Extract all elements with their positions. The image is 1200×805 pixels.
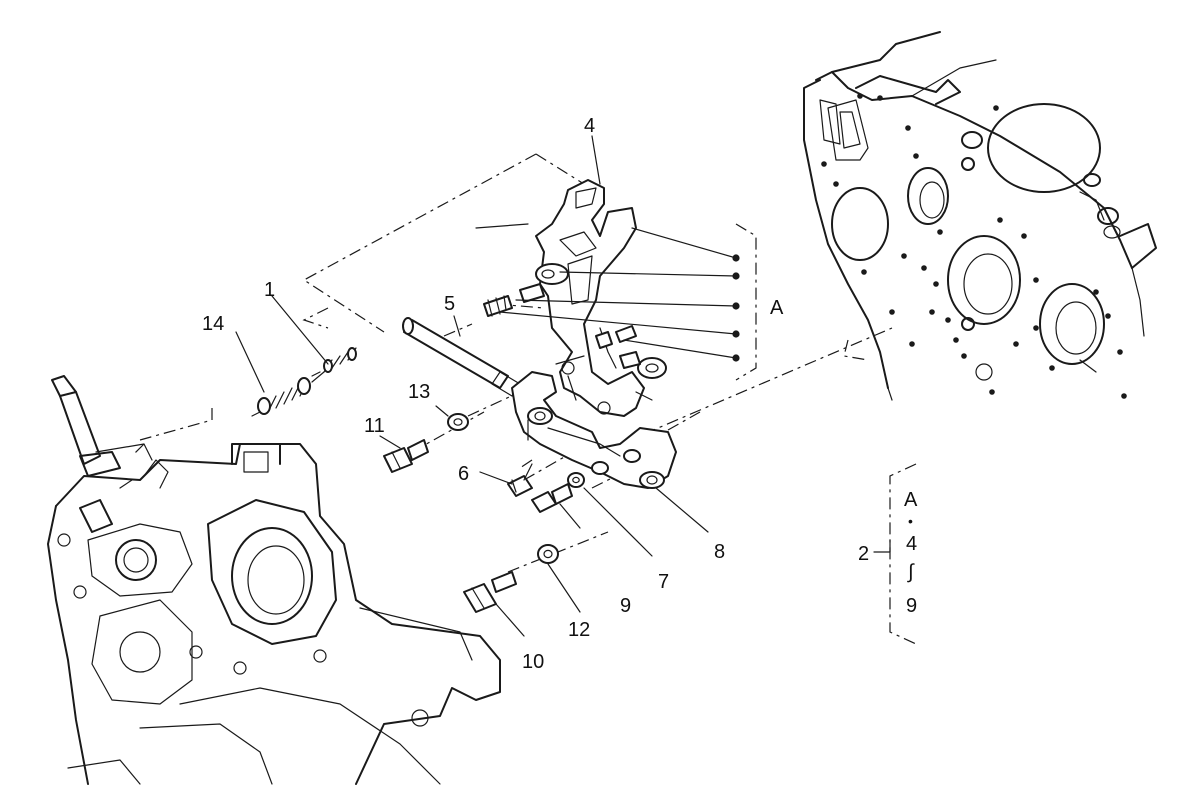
- legend-from: 4: [906, 533, 917, 555]
- callout-14: 14: [202, 313, 224, 335]
- callout-leaders: [235, 135, 891, 637]
- callout-12: 12: [568, 619, 590, 641]
- part-12-washer: [537, 544, 559, 564]
- callout-9: 9: [620, 595, 631, 617]
- callout-a: A: [770, 297, 784, 319]
- legend-to: 9: [906, 595, 917, 617]
- part-11-bolt: [383, 439, 429, 473]
- callout-7: 7: [658, 571, 669, 593]
- part-13-washer: [447, 413, 469, 431]
- flywheel-housing: [803, 31, 1157, 401]
- group-a-pointers: [499, 223, 757, 381]
- callout-1: 1: [264, 279, 275, 301]
- legend-dot: •: [908, 513, 913, 529]
- callout-4: 4: [584, 115, 595, 137]
- callout-13: 13: [408, 381, 430, 403]
- callout-8: 8: [714, 541, 725, 563]
- legend-a: A: [904, 489, 918, 511]
- callout-5: 5: [444, 293, 455, 315]
- callout-11: 11: [364, 415, 385, 437]
- part-10-bolt: [463, 571, 517, 613]
- part-9-bolt: [531, 483, 573, 513]
- part-6-bolt: [507, 463, 533, 497]
- leader-lines: [131, 153, 893, 573]
- part-7-nut: [567, 472, 585, 488]
- legend-bracket: [889, 463, 917, 645]
- part-14-spring: [251, 371, 325, 417]
- lower-lever-housing: [511, 371, 677, 489]
- callout-2: 2: [858, 543, 869, 565]
- legend-range: ∫: [907, 561, 915, 583]
- gear-case-casting: [47, 375, 501, 785]
- callout-6: 6: [458, 463, 469, 485]
- callout-10: 10: [522, 651, 544, 673]
- part-4-governor-lever-assembly: [475, 179, 667, 417]
- part-1-spring: [311, 347, 357, 377]
- part-5-shaft: [402, 317, 521, 397]
